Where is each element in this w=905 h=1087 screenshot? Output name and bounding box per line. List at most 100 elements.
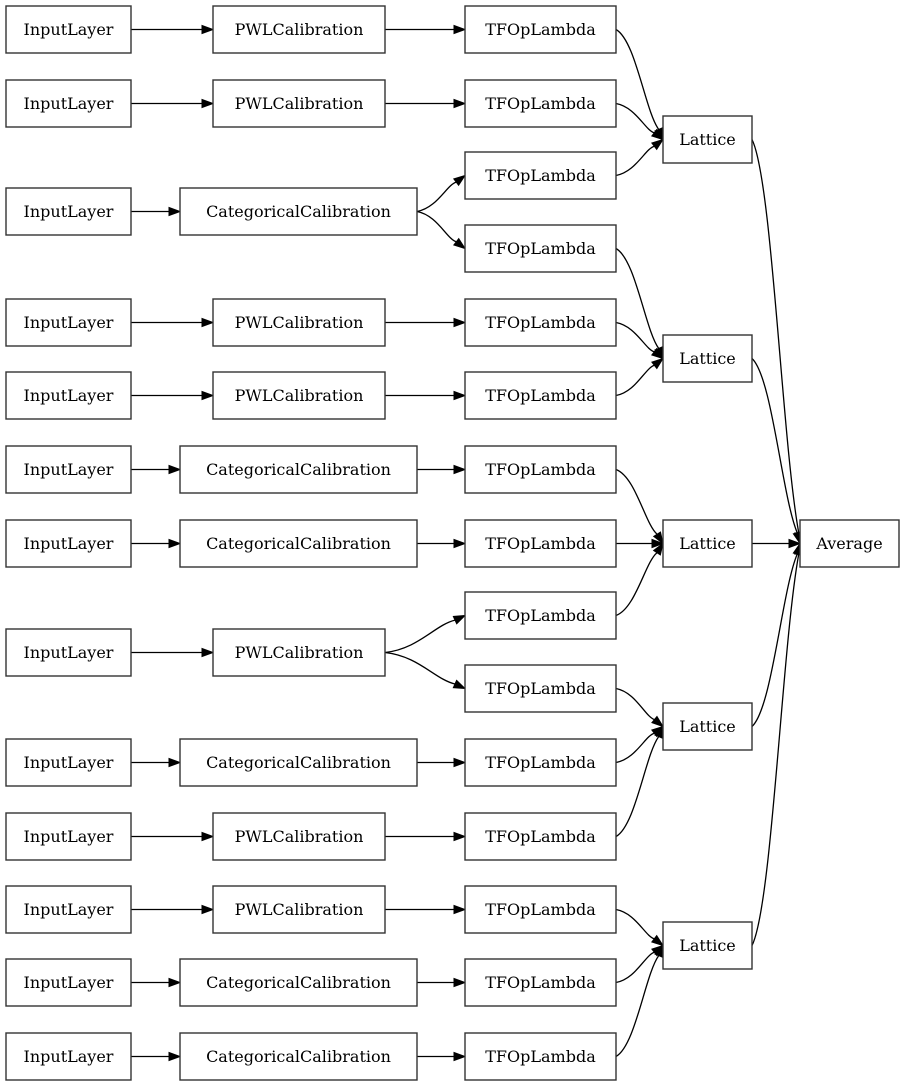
edge-cal8-to-op10 [384,651,467,690]
node-cal4-pwlcalibration[interactable]: PWLCalibration [212,298,386,347]
node-lat3-lattice[interactable]: Lattice [662,519,753,568]
edge-in3-to-cal3 [131,206,182,217]
node-label: TFOpLambda [485,166,596,185]
node-op12-tfop-lambda[interactable]: TFOpLambda [464,812,617,861]
node-layer: InputLayerInputLayerInputLayerInputLayer… [5,5,900,1081]
node-cal12-categorical-calibration[interactable]: CategoricalCalibration [179,958,418,1007]
node-lat2-lattice[interactable]: Lattice [662,334,753,383]
node-in2-input-layer[interactable]: InputLayer [5,79,132,128]
edge-cal12-to-op14 [417,977,467,988]
node-op11-tfop-lambda[interactable]: TFOpLambda [464,738,617,787]
node-op8-tfop-lambda[interactable]: TFOpLambda [464,519,617,568]
node-label: InputLayer [24,202,114,221]
edge-in10-to-cal10 [131,831,215,842]
node-op15-tfop-lambda[interactable]: TFOpLambda [464,1032,617,1081]
arrowhead-icon [453,237,467,250]
arrowhead-icon [201,831,215,842]
edge-line [615,955,660,1058]
edge-in4-to-cal4 [131,317,215,328]
node-op13-tfop-lambda[interactable]: TFOpLambda [464,885,617,934]
node-op6-tfop-lambda[interactable]: TFOpLambda [464,371,617,420]
edge-line [615,687,655,721]
node-cal6-categorical-calibration[interactable]: CategoricalCalibration [179,445,418,494]
node-box [5,298,132,347]
arrowhead-icon [453,904,467,915]
node-box [5,187,132,236]
node-in8-input-layer[interactable]: InputLayer [5,628,132,677]
node-label: TFOpLambda [485,534,596,553]
arrowhead-icon [168,1051,182,1062]
edge-cal7-to-op8 [417,538,467,549]
node-label: TFOpLambda [485,386,596,405]
node-label: TFOpLambda [485,827,596,846]
node-in6-input-layer[interactable]: InputLayer [5,445,132,494]
node-lat4-lattice[interactable]: Lattice [662,702,753,751]
node-cal2-pwlcalibration[interactable]: PWLCalibration [212,79,386,128]
node-avg-average[interactable]: Average [799,519,900,568]
node-box [5,519,132,568]
node-cal9-categorical-calibration[interactable]: CategoricalCalibration [179,738,418,787]
node-in3-input-layer[interactable]: InputLayer [5,187,132,236]
node-in1-input-layer[interactable]: InputLayer [5,5,132,54]
node-op4-tfop-lambda[interactable]: TFOpLambda [464,224,617,273]
arrowhead-icon [201,904,215,915]
edge-op10-to-lat4 [615,687,665,728]
node-lat1-lattice[interactable]: Lattice [662,115,753,164]
node-label: InputLayer [24,973,114,992]
node-label: CategoricalCalibration [206,534,391,553]
node-label: Lattice [679,130,736,149]
node-in12-input-layer[interactable]: InputLayer [5,958,132,1007]
node-cal7-categorical-calibration[interactable]: CategoricalCalibration [179,519,418,568]
arrowhead-icon [652,542,664,556]
node-op14-tfop-lambda[interactable]: TFOpLambda [464,958,617,1007]
node-cal3-categorical-calibration[interactable]: CategoricalCalibration [179,187,418,236]
edge-lat2-to-avg [751,358,802,545]
node-cal11-pwlcalibration[interactable]: PWLCalibration [212,885,386,934]
node-in4-input-layer[interactable]: InputLayer [5,298,132,347]
node-op3-tfop-lambda[interactable]: TFOpLambda [464,151,617,200]
node-label: InputLayer [24,386,114,405]
node-op5-tfop-lambda[interactable]: TFOpLambda [464,298,617,347]
arrowhead-icon [201,317,215,328]
node-label: InputLayer [24,534,114,553]
node-op7-tfop-lambda[interactable]: TFOpLambda [464,445,617,494]
edge-op13-to-lat5 [615,908,665,947]
edge-in8-to-cal8 [131,647,215,658]
edge-cal6-to-op7 [417,464,467,475]
arrowhead-icon [453,24,467,35]
node-in5-input-layer[interactable]: InputLayer [5,371,132,420]
node-lat5-lattice[interactable]: Lattice [662,921,753,970]
node-in7-input-layer[interactable]: InputLayer [5,519,132,568]
node-op1-tfop-lambda[interactable]: TFOpLambda [464,5,617,54]
edge-cal10-to-op12 [385,831,467,842]
node-cal13-categorical-calibration[interactable]: CategoricalCalibration [179,1032,418,1081]
edge-cal9-to-op11 [417,757,467,768]
node-box [662,921,753,970]
edge-op11-to-lat4 [615,725,665,764]
arrowhead-icon [453,317,467,328]
edge-line [615,736,660,838]
edge-line [615,951,655,984]
node-box [179,958,418,1007]
node-cal8-pwlcalibration[interactable]: PWLCalibration [212,628,386,677]
node-op10-tfop-lambda[interactable]: TFOpLambda [464,664,617,713]
node-label: TFOpLambda [485,973,596,992]
edge-line [615,732,655,764]
node-cal5-pwlcalibration[interactable]: PWLCalibration [212,371,386,420]
edge-in11-to-cal11 [131,904,215,915]
node-in11-input-layer[interactable]: InputLayer [5,885,132,934]
node-cal1-pwlcalibration[interactable]: PWLCalibration [212,5,386,54]
node-in13-input-layer[interactable]: InputLayer [5,1032,132,1081]
node-label: InputLayer [24,94,114,113]
node-cal10-pwlcalibration[interactable]: PWLCalibration [212,812,386,861]
node-box [212,371,386,420]
node-op2-tfop-lambda[interactable]: TFOpLambda [464,79,617,128]
node-box [5,5,132,54]
edge-line [615,321,655,353]
node-op9-tfop-lambda[interactable]: TFOpLambda [464,591,617,640]
node-in10-input-layer[interactable]: InputLayer [5,812,132,861]
node-in9-input-layer[interactable]: InputLayer [5,738,132,787]
edge-cal3-to-op4 [416,210,467,250]
edge-op1-to-lat1 [615,28,664,141]
edge-line [384,651,456,685]
